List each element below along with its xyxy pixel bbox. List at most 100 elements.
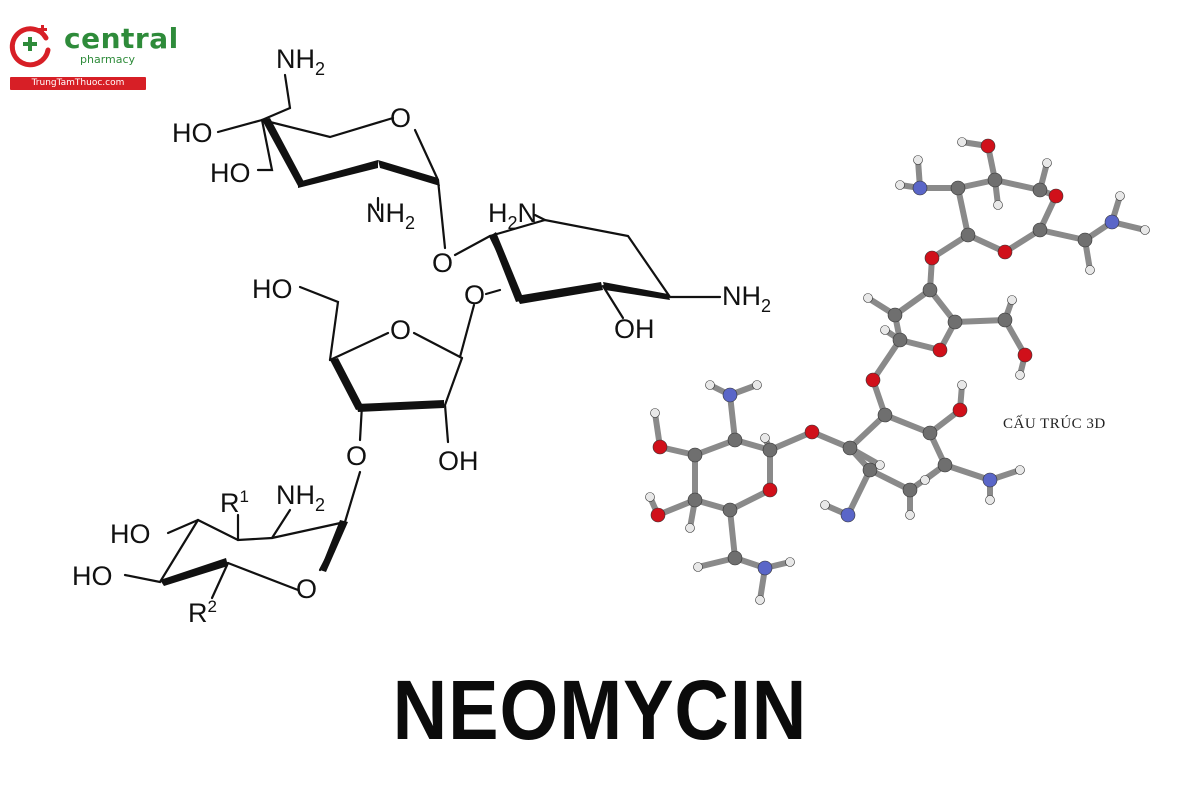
carbon-atom (960, 227, 976, 243)
hydrogen-atom (895, 180, 905, 190)
label-nh2-top: NH2 (276, 44, 325, 79)
carbon-atom (997, 312, 1013, 328)
model-bond (727, 487, 773, 513)
model-bond (942, 462, 993, 483)
model-bond (992, 177, 1043, 193)
carbon-atom (1077, 232, 1093, 248)
hydrogen-atom (705, 380, 715, 390)
hydrogen-atom (1015, 465, 1025, 475)
carbon-atom (950, 180, 966, 196)
carbon-atom (937, 457, 953, 473)
model-bond (727, 507, 738, 561)
model-bond (845, 467, 873, 518)
model-bond (952, 317, 1008, 325)
label-o-ring1: O (390, 103, 411, 133)
brand-subtitle: pharmacy (80, 53, 136, 66)
oxygen-atom (924, 250, 940, 266)
carbon-atom (922, 282, 938, 298)
hydrogen-atom (880, 325, 890, 335)
nitrogen-atom (1104, 214, 1120, 230)
model-bond (870, 337, 903, 383)
hydrogen-atom (913, 155, 923, 165)
carbon-atom (947, 314, 963, 330)
hydrogen-atom (863, 293, 873, 303)
carbon-atom (922, 425, 938, 441)
carbon-atom (1032, 222, 1048, 238)
wedge-bonds (160, 118, 670, 586)
hydrogen-atom (645, 492, 655, 502)
carbon-atom (687, 447, 703, 463)
hydrogen-atom (820, 500, 830, 510)
hydrogen-atom (993, 200, 1003, 210)
label-nh2-ring1: NH2 (366, 198, 415, 233)
label-ho-ribose: HO (252, 274, 293, 304)
carbon-atom (887, 307, 903, 323)
label-ho-1: HO (172, 118, 213, 148)
compound-title: NEOMYCIN (392, 663, 808, 757)
hydrogen-atom (875, 460, 885, 470)
oxygen-atom (1048, 188, 1064, 204)
oxygen-atom (865, 372, 881, 388)
model-bond (727, 392, 738, 443)
label-o-link1: O (432, 248, 453, 278)
label-o-ring4: O (296, 574, 317, 604)
hydrogen-atom (1015, 370, 1025, 380)
nitrogen-atom (722, 387, 738, 403)
model-bond (1037, 227, 1088, 243)
hydrogen-atom (685, 523, 695, 533)
oxygen-atom (650, 507, 666, 523)
carbon-atom (987, 172, 1003, 188)
nitrogen-atom (912, 180, 928, 196)
brand-name: central (64, 22, 179, 55)
carbon-atom (892, 332, 908, 348)
brand-logo: central pharmacy TrungTamThuoc.com (8, 22, 178, 92)
hydrogen-atom (1115, 191, 1125, 201)
label-r2: R2 (188, 597, 217, 628)
carbon-atom (877, 407, 893, 423)
carbon-atom (842, 440, 858, 456)
label-o-ribose: O (390, 315, 411, 345)
model-bond (767, 429, 815, 453)
carbon-atom (1032, 182, 1048, 198)
hydrogen-atom (1042, 158, 1052, 168)
oxygen-atom (804, 424, 820, 440)
model-caption: CẤU TRÚC 3D (1003, 416, 1106, 432)
brand-website[interactable]: TrungTamThuoc.com (10, 77, 146, 90)
carbon-atom (727, 550, 743, 566)
carbon-atom (902, 482, 918, 498)
model-bond (847, 412, 888, 451)
oxygen-atom (1017, 347, 1033, 363)
hydrogen-atom (957, 380, 967, 390)
oxygen-atom (952, 402, 968, 418)
hydrogen-atom (760, 433, 770, 443)
hydrogen-atom (755, 595, 765, 605)
label-oh-ring2: OH (614, 314, 655, 344)
carbon-atom (687, 492, 703, 508)
nitrogen-atom (840, 507, 856, 523)
oxygen-atom (932, 342, 948, 358)
model-bond (955, 185, 971, 238)
hydrogen-atom (957, 137, 967, 147)
carbon-atom (862, 462, 878, 478)
label-ho-2: HO (210, 158, 251, 188)
nitrogen-atom (982, 472, 998, 488)
label-o-link3: O (346, 441, 367, 471)
oxygen-atom (652, 439, 668, 455)
hydrogen-atom (1007, 295, 1017, 305)
hydrogen-atom (693, 562, 703, 572)
carbon-atom (727, 432, 743, 448)
hydrogen-atom (985, 495, 995, 505)
hydrogen-atom (752, 380, 762, 390)
label-nh2-ring2: NH2 (722, 281, 771, 316)
model-bond (882, 412, 933, 436)
hydrogen-atom (905, 510, 915, 520)
oxygen-atom (980, 138, 996, 154)
pharmacy-cross-icon (9, 25, 51, 68)
carbon-atom (722, 502, 738, 518)
label-o-link2: O (464, 280, 485, 310)
label-ho-ring4-1: HO (110, 519, 151, 549)
oxygen-atom (997, 244, 1013, 260)
hydrogen-atom (1140, 225, 1150, 235)
hydrogen-atom (1085, 265, 1095, 275)
